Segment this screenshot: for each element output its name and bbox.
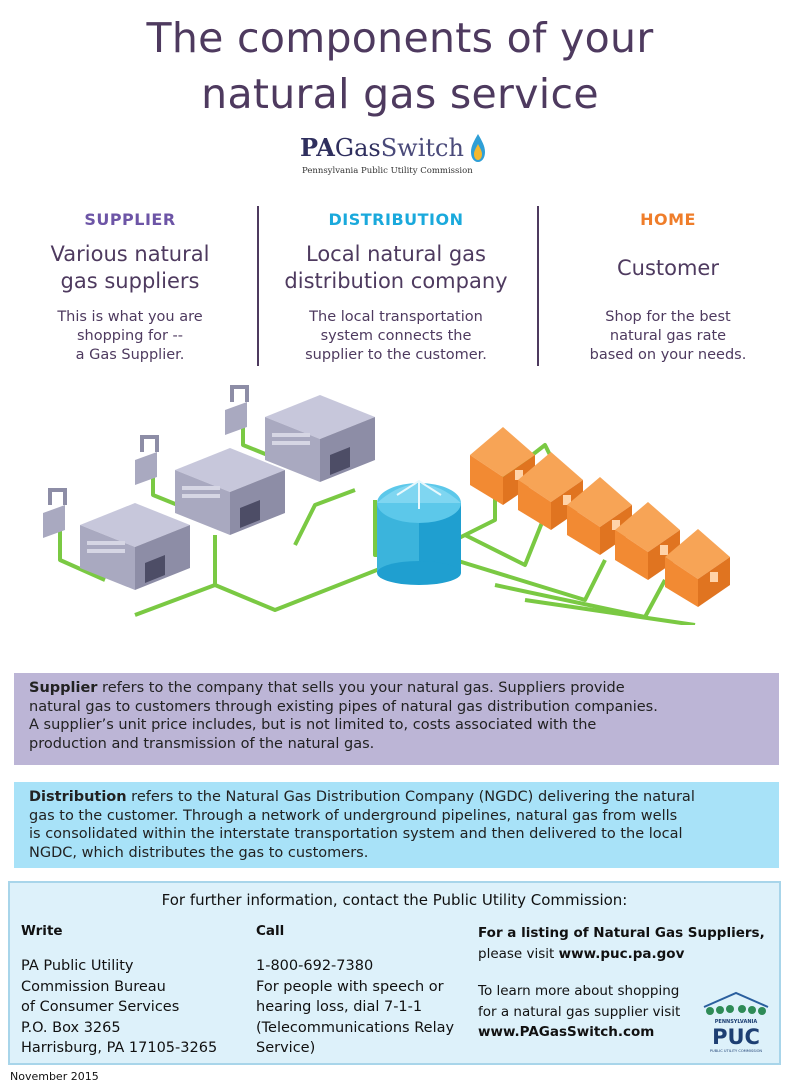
title-line-1: The components of your [146,14,654,62]
supplier-listing: For a listing of Natural Gas Suppliers, … [478,923,765,965]
pagasswitch-website-link[interactable]: www.PAGasSwitch.com [478,1024,655,1040]
contact-panel: For further information, contact the Pub… [8,881,781,1065]
distribution-definition: Distribution refers to the Natural Gas D… [14,782,779,868]
shopping-info: To learn more about shopping for a natur… [478,981,680,1043]
factory-2 [135,435,285,535]
listing-text: please visit [478,946,559,962]
distribution-desc-line: system connects the [320,328,472,344]
write-label: Write [21,923,63,939]
supplier-sub-line-2: gas suppliers [60,269,200,293]
distribution-sub-line-2: distribution company [284,269,508,293]
contact-heading: For further information, contact the Pub… [161,891,628,909]
gas-system-illustration [43,385,730,625]
address-line: Harrisburg, PA 17105-3265 [21,1040,218,1056]
supplier-subheading: Various natural gas suppliers [0,240,260,296]
supplier-desc-line: a Gas Supplier. [75,347,185,363]
supplier-def-line: production and transmission of the natur… [29,735,375,752]
flame-icon [471,134,485,162]
call-line: (Telecommunications Relay [256,1019,455,1036]
distribution-def-line: NGDC, which distributes the gas to custo… [29,844,369,861]
address-line: PA Public Utility [21,958,134,974]
learn-line: To learn more about shopping [478,983,680,999]
home-description: Shop for the best natural gas rate based… [538,308,798,365]
home-desc-line: Shop for the best [605,309,731,325]
storage-tank [377,479,461,585]
call-line: For people with speech or [256,978,444,995]
puc-logo-main: PUC [712,1025,760,1049]
distribution-heading: DISTRIBUTION [328,210,464,229]
supplier-definition: Supplier refers to the company that sell… [14,673,779,765]
logo-gas: Gas [334,134,381,162]
distribution-desc-line: supplier to the customer. [305,347,487,363]
puc-logo-top: PENNSYLVANIA [715,1019,758,1025]
supplier-description: This is what you are shopping for -- a G… [0,308,260,365]
listing-heading: For a listing of Natural Gas Suppliers, [478,925,765,941]
address-line: P.O. Box 3265 [21,1019,121,1036]
logo-pa: PA [300,133,335,162]
distribution-description: The local transportation system connects… [266,308,526,365]
call-info: 1-800-692-7380 For people with speech or… [256,956,454,1059]
factory-3 [225,385,375,482]
supplier-def-line: A supplier’s unit price includes, but is… [29,717,597,733]
page-title: The components of your natural gas servi… [0,10,800,122]
distribution-def-line: Distribution refers to the Natural Gas D… [29,788,765,807]
supplier-def-text: refers to the company that sells you you… [97,680,625,696]
house-icon [615,502,680,580]
supplier-term: Supplier [29,680,98,696]
address-line: of Consumer Services [21,999,180,1015]
call-line: Service) [256,1040,316,1056]
factory-1 [43,488,190,590]
logo-wordmark: PAGasSwitch [300,133,464,162]
home-subheading: Customer [538,240,798,296]
distribution-column: DISTRIBUTION Local natural gas distributi… [266,208,526,365]
distribution-def-line: gas to the customer. Through a network o… [29,807,678,824]
call-label: Call [256,923,285,939]
home-desc-line: natural gas rate [609,328,727,344]
write-address: PA Public Utility Commission Bureau of C… [21,956,217,1059]
supplier-desc-line: This is what you are [57,309,203,325]
distribution-term: Distribution [29,789,127,805]
learn-line: for a natural gas supplier visit [478,1003,681,1020]
title-line-2: natural gas service [201,70,599,118]
supplier-sub-line-1: Various natural [50,242,210,266]
address-line: Commission Bureau [21,978,166,995]
distribution-desc-line: The local transportation [309,309,483,325]
pagasswitch-logo: PAGasSwitch Pennsylvania Public Utility … [300,133,500,179]
home-column: HOME Customer Shop for the best natural … [538,208,798,365]
puc-website-link[interactable]: www.puc.pa.gov [558,946,685,962]
puc-logo: PENNSYLVANIA PUC PUBLIC UTILITY COMMISSI… [703,991,769,1053]
home-heading: HOME [640,210,696,229]
houses [470,427,730,607]
supplier-def-line: natural gas to customers through existin… [29,698,658,715]
house-icon [665,529,730,607]
column-divider [257,206,259,366]
distribution-def-line: is consolidated within the interstate tr… [29,826,683,842]
home-desc-line: based on your needs. [589,347,747,363]
supplier-heading: SUPPLIER [84,210,176,229]
distribution-def-text: refers to the Natural Gas Distribution C… [126,789,695,805]
supplier-column: SUPPLIER Various natural gas suppliers Th… [0,208,260,365]
supplier-def-line: Supplier refers to the company that sell… [29,679,765,698]
column-divider [537,206,539,366]
distribution-subheading: Local natural gas distribution company [266,240,526,296]
logo-subtitle: Pennsylvania Public Utility Commission [302,166,473,176]
phone-number: 1-800-692-7380 [256,958,374,974]
home-sub-line-1: Customer [616,255,719,280]
logo-switch: Switch [380,134,464,162]
distribution-sub-line-1: Local natural gas [306,242,486,266]
call-line: hearing loss, dial 7-1-1 [256,999,423,1015]
supplier-desc-line: shopping for -- [76,328,184,344]
puc-logo-bottom: PUBLIC UTILITY COMMISSION [710,1049,763,1053]
publication-date: November 2015 [10,1070,99,1083]
